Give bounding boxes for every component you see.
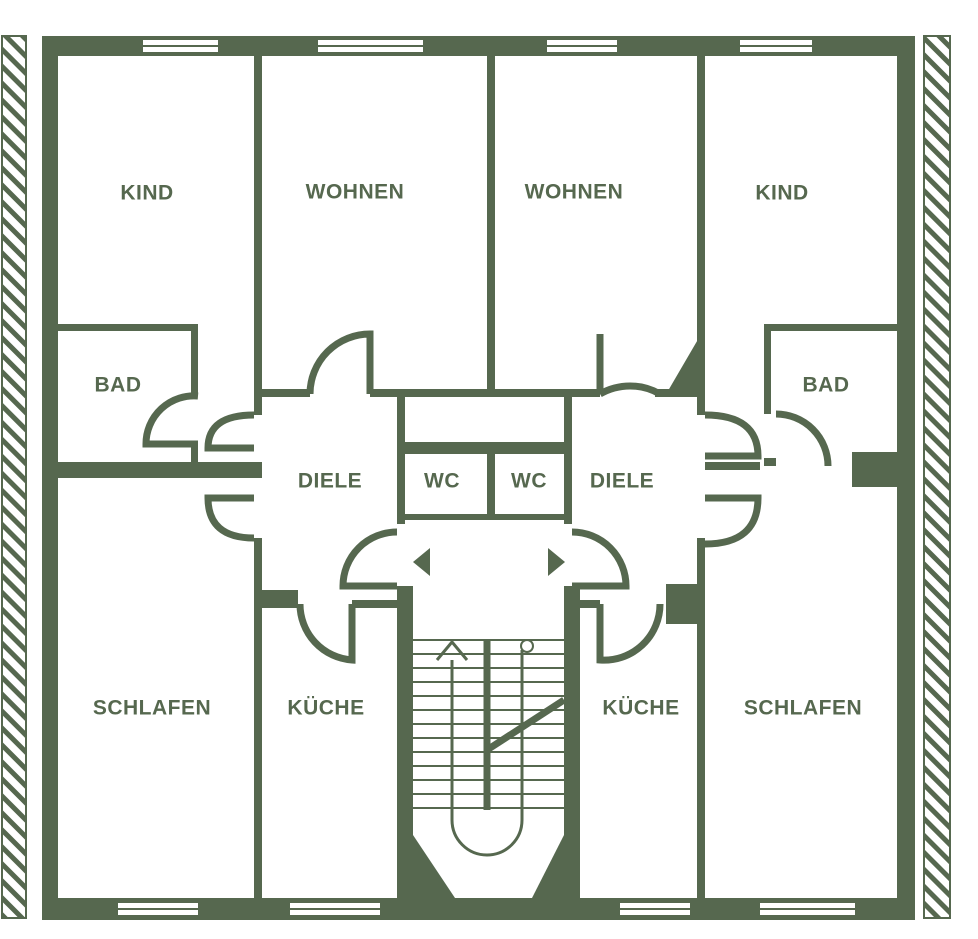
- room-label-kueche-right: KÜCHE: [602, 697, 679, 720]
- room-label-kind-right: KIND: [755, 182, 808, 205]
- room-label-wohnen-left: WOHNEN: [306, 181, 405, 204]
- room-label-wohnen-right: WOHNEN: [525, 181, 624, 204]
- room-label-kind-left: KIND: [120, 182, 173, 205]
- room-label-diele-right: DIELE: [590, 470, 654, 493]
- outer-walls: [42, 36, 915, 920]
- staircase: [413, 639, 566, 857]
- interior-walls: [58, 56, 897, 898]
- room-label-wc-left: WC: [424, 470, 460, 493]
- room-label-bad-right: BAD: [803, 374, 850, 397]
- stair-up-arrow-icon: [435, 639, 469, 661]
- room-label-schlafen-right: SCHLAFEN: [744, 697, 862, 720]
- room-label-bad-left: BAD: [95, 374, 142, 397]
- hatched-wall-left: [1, 35, 27, 919]
- triangle-right-icon: [548, 548, 565, 576]
- room-label-diele-left: DIELE: [298, 470, 362, 493]
- door-swings: [142, 330, 832, 664]
- hatched-wall-right: [923, 35, 951, 919]
- room-label-schlafen-left: SCHLAFEN: [93, 697, 211, 720]
- room-label-kueche-left: KÜCHE: [287, 697, 364, 720]
- room-label-wc-right: WC: [511, 470, 547, 493]
- triangle-left-icon: [413, 548, 430, 576]
